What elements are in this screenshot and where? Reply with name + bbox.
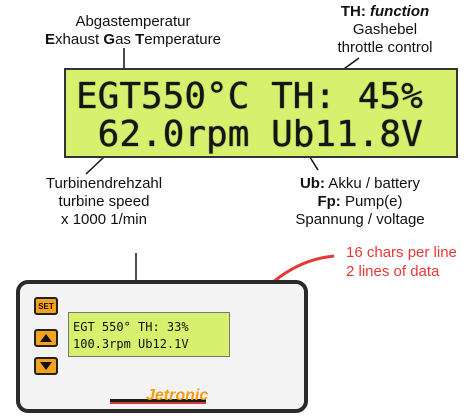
throttle-prefix: TH: [340, 3, 370, 20]
up-button[interactable] [34, 329, 58, 347]
ub-label: Ub: Akku / battery [270, 175, 450, 193]
logo-stripe-red [110, 402, 206, 404]
large-lcd-line-2: 62.0rpm Ub11.8V [76, 114, 423, 155]
fp-text: Pump(e) [340, 193, 403, 210]
small-lcd-display: EGT 550° TH: 33% 100.3rpm Ub12.1V [68, 312, 230, 357]
small-lcd-line-2: 100.3rpm Ub12.1V [73, 337, 189, 351]
egt-text-exhaust: xhaust [55, 31, 104, 48]
large-lcd-display: EGT550°C TH: 45% 62.0rpm Ub11.8V [64, 68, 458, 158]
egt-letter-g: G [103, 31, 116, 48]
egt-letter-t: T [135, 31, 145, 48]
rpm-label-english: turbine speed [58, 193, 150, 210]
set-button-label: SET [38, 301, 54, 311]
voltage-label: Spannung / voltage [295, 211, 425, 228]
down-arrow-icon [40, 362, 52, 370]
fp-label: Fp: Pump(e) [270, 193, 450, 211]
up-arrow-icon [40, 334, 52, 342]
fp-prefix: Fp: [317, 193, 341, 210]
down-button[interactable] [34, 357, 58, 375]
rpm-callout-label: Turbinendrehzahl turbine speed x 1000 1/… [29, 175, 179, 229]
annotation-line-1: 16 chars per line [346, 244, 457, 261]
throttle-function: function [370, 3, 430, 20]
annotation-note: 16 chars per line 2 lines of data [346, 243, 457, 281]
logo-stripe-dark [110, 399, 206, 402]
large-lcd-line-1: EGT550°C TH: 45% [76, 76, 423, 117]
ub-prefix: Ub: [299, 175, 325, 192]
throttle-label-german: Gashebel [352, 21, 418, 38]
egt-text-gas: as [115, 31, 136, 48]
throttle-label-english: throttle control [337, 39, 433, 56]
small-lcd-line-1: EGT 550° TH: 33% [73, 320, 189, 334]
egt-callout-label: Abgastemperatur Exhaust Gas Temperature [23, 13, 243, 49]
ub-text: Akku / battery [324, 175, 421, 192]
egt-label-english: Exhaust Gas Temperature [23, 31, 243, 49]
throttle-callout-label: TH: function Gashebel throttle control [310, 3, 460, 57]
ub-callout-label: Ub: Akku / battery Fp: Pump(e) Spannung … [270, 175, 450, 229]
throttle-title: TH: function [310, 3, 460, 21]
annotation-line-2: 2 lines of data [346, 263, 440, 280]
logo-text: Jetronic [146, 387, 209, 404]
rpm-label-german: Turbinendrehzahl [45, 175, 163, 192]
jetronic-logo: Jetronic [110, 387, 210, 409]
set-button[interactable]: SET [34, 297, 58, 315]
egt-text-temperature: emperature [144, 31, 221, 48]
rpm-label-units: x 1000 1/min [61, 211, 147, 228]
egt-letter-e: E [45, 31, 56, 48]
egt-label-german: Abgastemperatur [75, 13, 191, 30]
